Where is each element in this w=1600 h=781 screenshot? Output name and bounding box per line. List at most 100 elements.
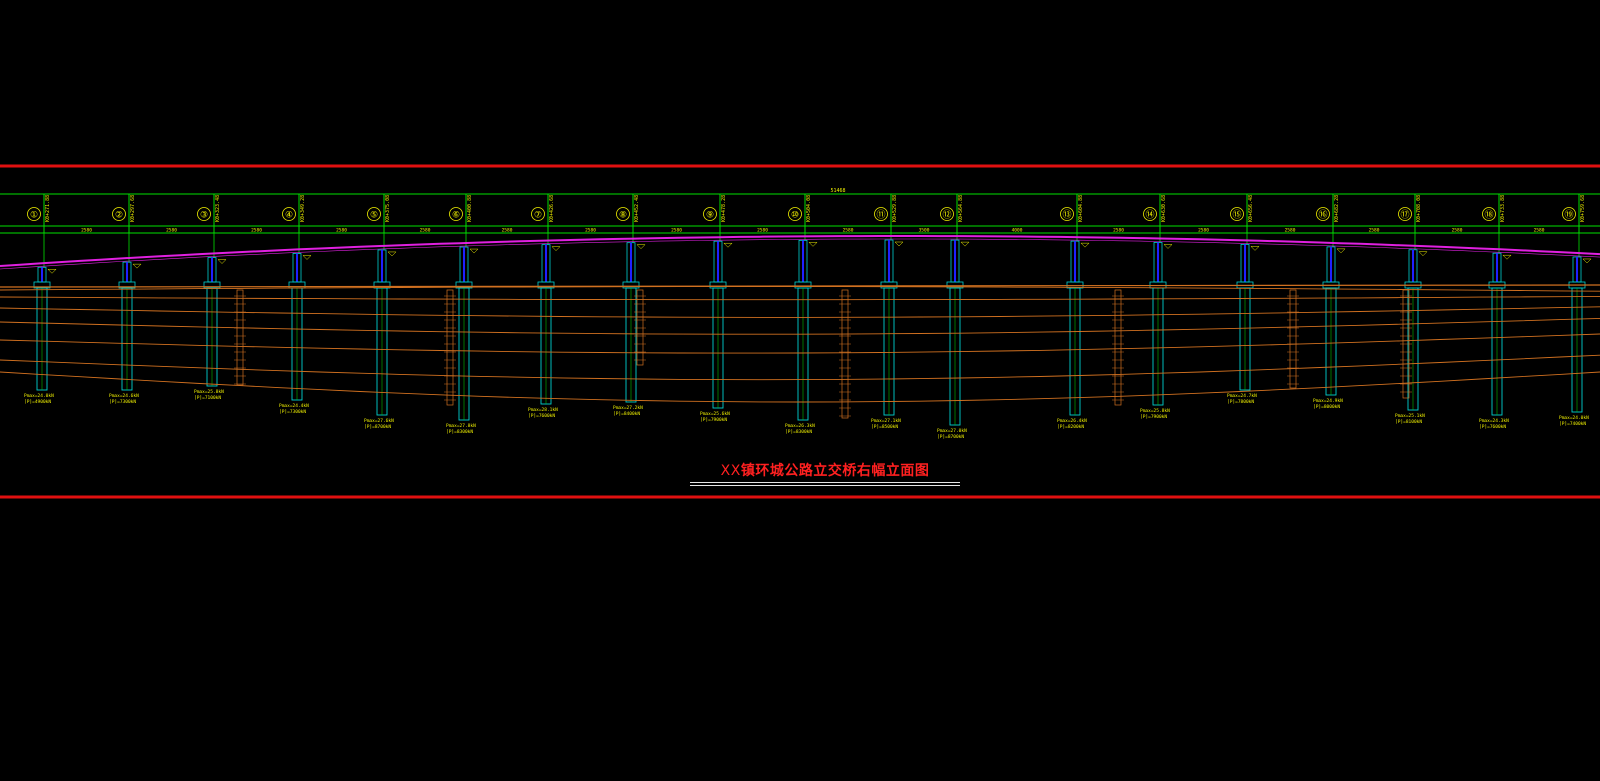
pier-station-label: K0+708.08 (1416, 195, 1422, 222)
total-length-label: 51468 (830, 188, 845, 194)
pile-allowable-label: [P]=8100kN (1395, 419, 1422, 425)
pier-number-label: ⑮ (1232, 210, 1241, 221)
elevation-marker (1163, 244, 1173, 249)
borehole-column (1289, 289, 1297, 389)
span-length-label: 2580 (1285, 228, 1296, 234)
pier-number-label: ⑱ (1484, 210, 1493, 221)
span-length-label: 2580 (843, 228, 854, 234)
pier-number-label: ⑯ (1318, 210, 1327, 221)
pier-station-label: K0+564.88 (958, 195, 964, 222)
pier-number-label: ⑩ (791, 211, 799, 221)
pier-number-label: ⑬ (1062, 210, 1071, 221)
pile-allowable-label: [P]=8700kN (364, 424, 391, 430)
span-length-label: 2580 (81, 228, 92, 234)
deck-bottom-line (0, 238, 1600, 270)
span-length-label: 4000 (1012, 228, 1023, 234)
pile-allowable-label: [P]=7600kN (528, 413, 555, 419)
pier-number-circle (1230, 207, 1244, 221)
elevation-marker (1080, 242, 1090, 248)
pier-number-circle (703, 207, 717, 221)
pier-number-circle (1143, 207, 1157, 221)
pile-capacity-label: Pmax=27.6kN (364, 418, 394, 424)
drawing-title-main: 镇环城公路立交桥右幅立面图 (740, 463, 930, 479)
pier-station-label: K0+682.28 (1334, 195, 1340, 222)
span-length-label: 3500 (919, 228, 930, 234)
span-length-label: 2580 (1198, 228, 1209, 234)
pier-number-circle (449, 207, 463, 221)
pier-station-label: K0+478.28 (721, 195, 727, 222)
pier-number-circle (616, 207, 630, 221)
pier-station-label: K0+297.68 (130, 195, 136, 222)
elevation-marker (960, 241, 970, 247)
pile-capacity-label: Pmax=24.9kN (1313, 398, 1343, 404)
pile-capacity-label: Pmax=24.0kN (1559, 415, 1589, 421)
pile-capacity-label: Pmax=25.8kN (1140, 408, 1170, 414)
span-length-label: 2580 (1113, 228, 1124, 234)
pile-capacity-label: Pmax=24.4kN (279, 403, 309, 409)
pile-capacity-label: Pmax=27.2kN (613, 405, 643, 411)
pier-station-label: K0+759.68 (1580, 195, 1586, 222)
drawing-title-block: XX镇环城公路立交桥右幅立面图 (690, 460, 960, 486)
pier-number-circle (1482, 207, 1496, 221)
pier-number-label: ⑲ (1564, 210, 1573, 221)
pier-number-circle (282, 207, 296, 221)
stratum-boundary-line (0, 371, 1600, 403)
pier-station-label: K0+452.48 (634, 195, 640, 222)
elevation-marker (469, 248, 479, 254)
pile-capacity-label: Pmax=24.3kN (1479, 418, 1509, 424)
elevation-marker (1418, 251, 1428, 257)
elevation-marker (47, 269, 57, 274)
pier-number-circle (27, 207, 41, 221)
pier-number-circle (1316, 207, 1330, 221)
pile-allowable-label: [P]=8000kN (1313, 404, 1340, 410)
span-length-label: 2580 (1534, 228, 1545, 234)
span-length-label: 2580 (671, 228, 682, 234)
pier-number-circle (940, 207, 954, 221)
pier-station-label: K0+271.88 (45, 195, 51, 222)
pile-allowable-label: [P]=7600kN (1479, 424, 1506, 430)
pier-number-label: ⑪ (876, 210, 885, 221)
stratum-boundary-line (0, 354, 1600, 381)
elevation-marker (551, 246, 561, 251)
pile-capacity-label: Pmax=24.6kN (109, 393, 139, 399)
pile-allowable-label: [P]=8700kN (937, 434, 964, 440)
pier-number-label: ③ (200, 211, 208, 221)
pier-number-circle (367, 207, 381, 221)
pile-capacity-label: Pmax=28.1kN (528, 407, 558, 413)
pile-capacity-label: Pmax=26.3kN (785, 423, 815, 429)
pier-number-label: ⑰ (1400, 210, 1409, 221)
pile-capacity-label: Pmax=27.1kN (871, 418, 901, 424)
pile-capacity-label: Pmax=27.0kN (937, 428, 967, 434)
pier-number-circle (197, 207, 211, 221)
pile-capacity-label: Pmax=25.1kN (1395, 413, 1425, 419)
span-length-label: 2580 (502, 228, 513, 234)
borehole-column (446, 289, 454, 406)
pier-number-circle (1562, 207, 1576, 221)
pier-number-label: ② (115, 211, 123, 221)
span-length-label: 2580 (251, 228, 262, 234)
pile-allowable-label: [P]=8300kN (785, 429, 812, 435)
pile-allowable-label: [P]=4900kN (24, 399, 51, 405)
title-underline-second (690, 485, 960, 486)
elevation-marker (132, 263, 142, 269)
elevation-marker (808, 242, 818, 247)
pier-number-label: ⑤ (370, 211, 378, 221)
pile-capacity-label: Pmax=26.4kN (1057, 418, 1087, 424)
elevation-marker (894, 241, 904, 247)
pile-allowable-label: [P]=7300kN (109, 399, 136, 405)
elevation-marker (1582, 258, 1592, 264)
span-length-label: 2580 (757, 228, 768, 234)
span-length-label: 2580 (1452, 228, 1463, 234)
span-length-label: 2580 (1369, 228, 1380, 234)
borehole-column (841, 289, 849, 419)
elevation-marker (217, 259, 227, 264)
stratum-boundary-line (0, 333, 1600, 354)
pier-station-label: K0+630.68 (1161, 195, 1167, 222)
elevation-marker (387, 251, 397, 257)
pier-number-circle (788, 207, 802, 221)
pile-capacity-label: Pmax=24.0kN (24, 393, 54, 399)
pier-number-circle (531, 207, 545, 221)
pier-station-label: K0+349.28 (300, 195, 306, 222)
pier-number-circle (1398, 207, 1412, 221)
